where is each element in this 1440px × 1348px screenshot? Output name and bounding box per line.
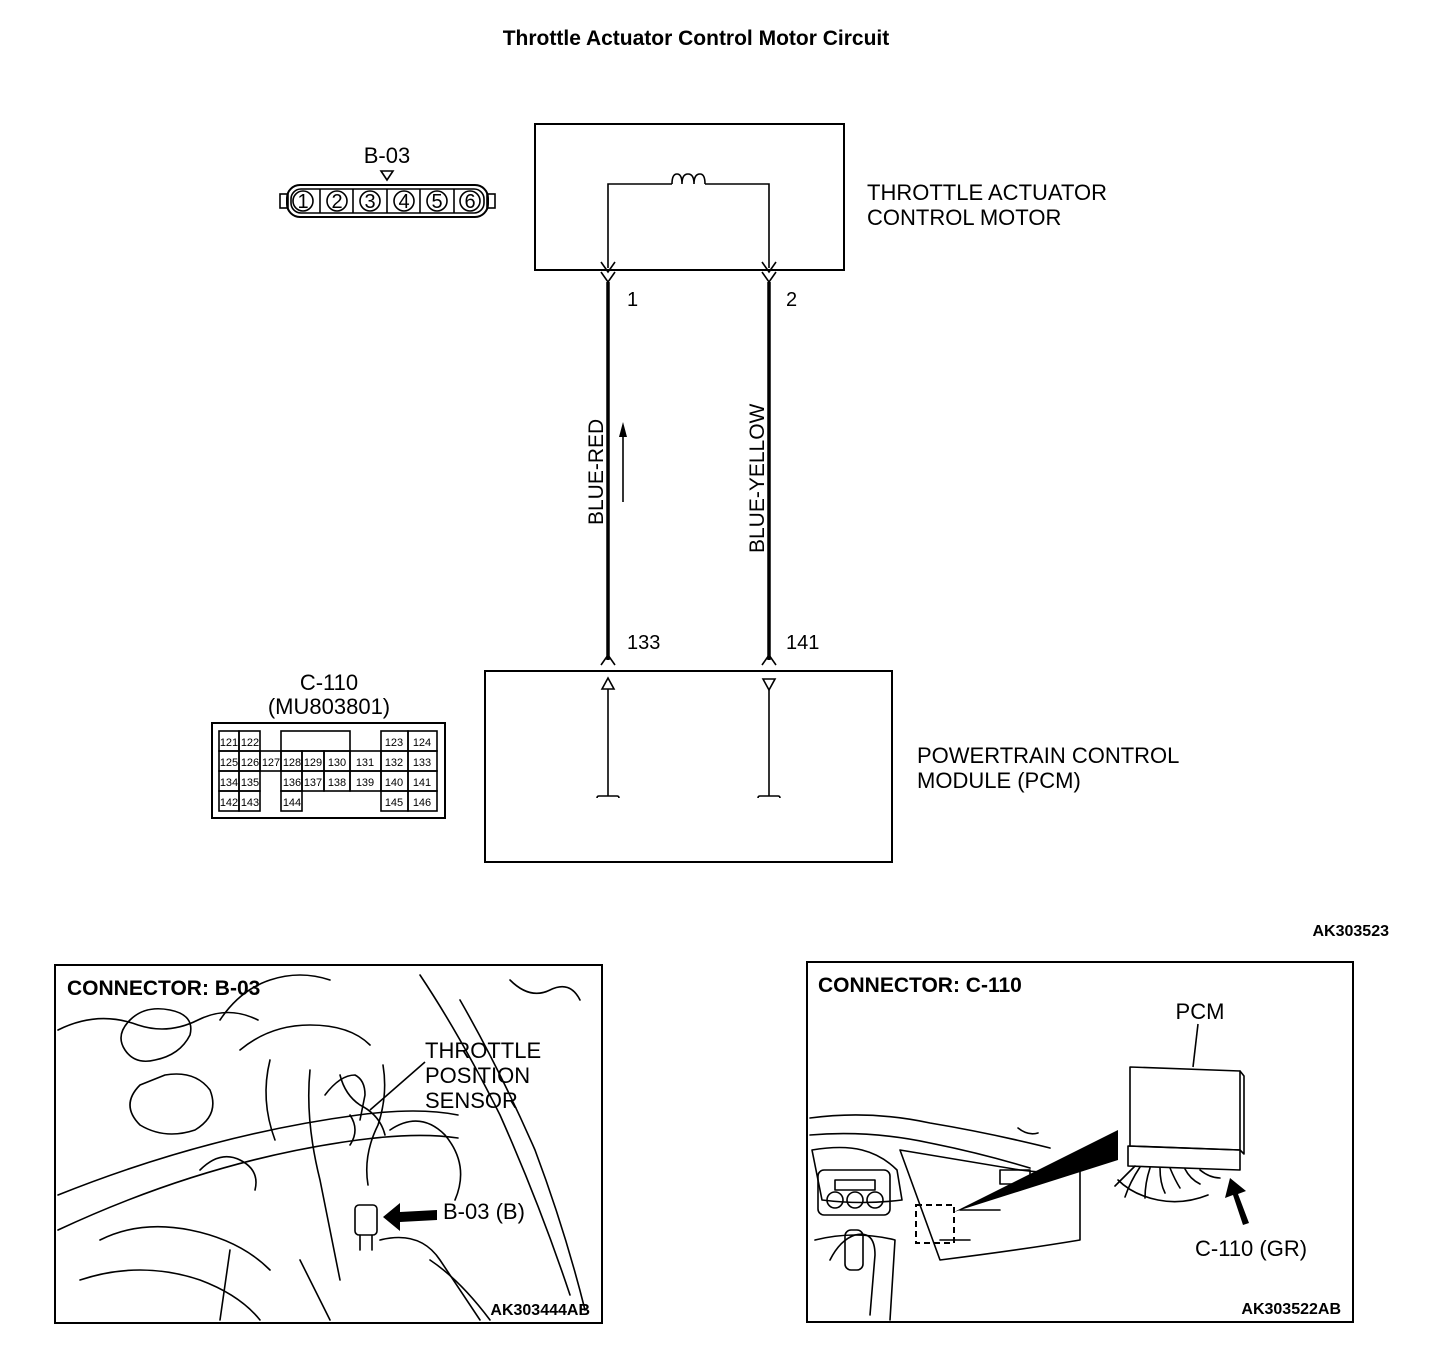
triangle-icon: [379, 170, 395, 182]
arrow-icon: [1225, 1178, 1249, 1225]
c110-pin: 127: [262, 757, 280, 769]
c110-pin: 133: [413, 757, 431, 769]
c110-pin: 122: [241, 737, 259, 749]
c110-pin: 137: [304, 777, 322, 789]
arrow-icon: [619, 422, 627, 502]
connector-b03-name: B-03: [364, 143, 410, 168]
b03-pin: 6: [464, 191, 475, 213]
panel-b03-title: CONNECTOR: B-03: [67, 977, 260, 1000]
panel-b03-location: [54, 964, 603, 1324]
connector-b03-face: 1 2 3 4 5 6: [279, 184, 496, 218]
c110-pin: 140: [385, 777, 403, 789]
tps-callout-line1: THROTTLE: [425, 1038, 541, 1063]
motor-label-line1: THROTTLE ACTUATOR: [867, 180, 1107, 205]
arrow-icon: [383, 1203, 437, 1231]
c110-pin: 130: [328, 757, 346, 769]
b03-pin: 1: [297, 191, 308, 213]
c110-pin: 138: [328, 777, 346, 789]
wire-label-blue-red: BLUE-RED: [585, 419, 608, 525]
b03-pin: 2: [331, 191, 342, 213]
c110-pin: 134: [220, 777, 238, 789]
figure-code: AK303523: [1313, 923, 1390, 940]
c110-pin: 145: [385, 797, 403, 809]
wire-label-blue-yellow: BLUE-YELLOW: [746, 403, 769, 553]
panel-c110-code: AK303522AB: [1241, 1301, 1341, 1318]
c110-pin: 135: [241, 777, 259, 789]
c110-pin: 142: [220, 797, 238, 809]
connector-c110-face: 121 122 123 124 125 126 127 128 129 130 …: [211, 722, 446, 819]
b03-pin: 5: [431, 191, 442, 213]
triangle-icon: [761, 678, 777, 692]
c110-pin: 144: [283, 797, 301, 809]
diagram-title: Throttle Actuator Control Motor Circuit: [503, 27, 890, 50]
pcm-unit-label: PCM: [1176, 999, 1225, 1024]
panel-c110-location: [806, 961, 1354, 1323]
c110-pin: 121: [220, 737, 238, 749]
triangle-icon: [600, 676, 616, 690]
b03-pin: 3: [364, 191, 375, 213]
c110-arrow-label: C-110 (GR): [1195, 1236, 1307, 1261]
panel-c110-title: CONNECTOR: C-110: [818, 974, 1022, 997]
connector-c110-name: C-110: [300, 670, 358, 695]
c110-pin: 129: [304, 757, 322, 769]
motor-label-line2: CONTROL MOTOR: [867, 205, 1061, 230]
pcm-label-line2: MODULE (PCM): [917, 768, 1081, 793]
pcm-pin-141: 141: [786, 632, 819, 654]
motor-pin-1: 1: [627, 289, 638, 311]
connector-c110-part: (MU803801): [268, 694, 390, 719]
c110-pin: 131: [356, 757, 374, 769]
c110-pin: 141: [413, 777, 431, 789]
coil-icon: [671, 173, 706, 185]
throttle-actuator-motor: [534, 123, 845, 284]
tps-callout-line2: POSITION: [425, 1063, 530, 1088]
tps-callout-line3: SENSOR: [425, 1088, 518, 1113]
c110-pin: 146: [413, 797, 431, 809]
c110-pin: 126: [241, 757, 259, 769]
c110-pin: 136: [283, 777, 301, 789]
pcm-label-line1: POWERTRAIN CONTROL: [917, 743, 1179, 768]
b03-pin: 4: [398, 191, 409, 213]
c110-pin: 139: [356, 777, 374, 789]
c110-pin: 132: [385, 757, 403, 769]
panel-b03-code: AK303444AB: [490, 1302, 590, 1319]
c110-pin: 128: [283, 757, 301, 769]
pcm-module: [484, 653, 893, 863]
motor-pin-2: 2: [786, 289, 797, 311]
c110-pin: 124: [413, 737, 431, 749]
pcm-pin-133: 133: [627, 632, 660, 654]
c110-pin: 123: [385, 737, 403, 749]
c110-pin: 125: [220, 757, 238, 769]
c110-pin: 143: [241, 797, 259, 809]
b03-arrow-label: B-03 (B): [443, 1199, 525, 1224]
